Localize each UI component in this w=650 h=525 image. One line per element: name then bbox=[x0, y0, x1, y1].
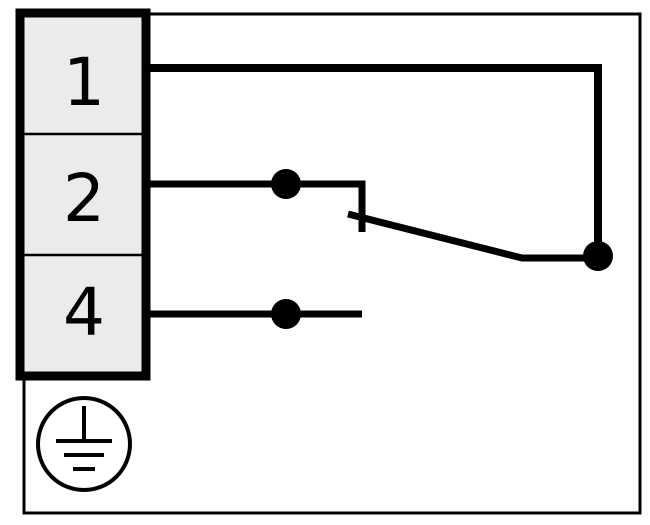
terminal-label-1: 1 bbox=[63, 44, 105, 121]
terminal-block: 1 2 4 bbox=[15, 8, 151, 381]
terminal-block-frame bbox=[15, 8, 151, 381]
switch-arm bbox=[347, 210, 598, 262]
junction-dot-no bbox=[271, 299, 301, 329]
terminal-label-4: 4 bbox=[63, 274, 105, 351]
wire-terminal-2 bbox=[146, 180, 366, 213]
junction-dot-nc bbox=[271, 169, 301, 199]
wire-terminal-1 bbox=[146, 64, 602, 256]
terminal-cell-2 bbox=[20, 134, 146, 255]
terminal-cell-1 bbox=[20, 13, 146, 134]
terminal-cell-4 bbox=[20, 255, 146, 376]
protective-earth-icon bbox=[36, 396, 132, 492]
terminal-label-2: 2 bbox=[63, 160, 105, 237]
junction-dot-common bbox=[583, 241, 613, 271]
